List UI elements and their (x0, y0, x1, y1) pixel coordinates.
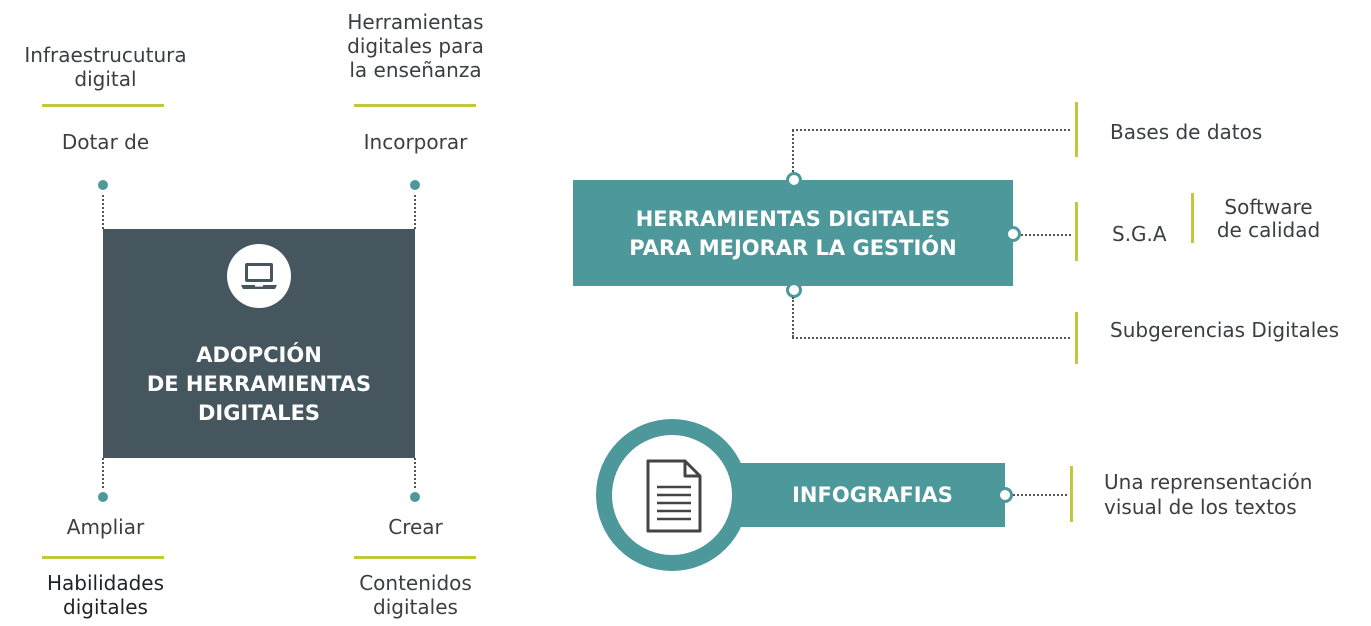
adopcion-title-line-2: DE HERRAMIENTAS (146, 372, 372, 396)
infraestructura-label: Infraestrucutura digital (8, 43, 203, 91)
infraestructura-line-2: digital (74, 67, 137, 91)
contenidos-label: Contenidos digitales (318, 571, 513, 619)
top-left-underline (42, 104, 164, 107)
bottom-left-underline (42, 556, 164, 559)
adopcion-title-line-3: DIGITALES (197, 401, 321, 425)
bottom-right-connector (414, 458, 416, 488)
infografias-banner: INFOGRAFIAS (700, 463, 1005, 527)
gestion-top-node (786, 172, 802, 188)
bottom-right-dot (410, 492, 420, 502)
infografias-description: Una reprensentación visual de los textos (1104, 470, 1312, 520)
adopcion-box: ADOPCIÓN DE HERRAMIENTAS DIGITALES (103, 229, 415, 458)
contenidos-line-2: digitales (373, 595, 458, 619)
sga-bar (1075, 202, 1078, 261)
habilidades-line-1: Habilidades (46, 571, 165, 595)
herramientas-line-2: digitales para (347, 34, 484, 58)
bottom-left-connector (102, 458, 104, 488)
bases-vertical-connector (792, 130, 794, 172)
top-right-underline (354, 104, 476, 107)
subgerencias-vertical-connector (792, 297, 794, 337)
herramientas-line-1: Herramientas (347, 10, 484, 34)
subgerencias-horizontal-connector (792, 337, 1070, 339)
subgerencias-label: Subgerencias Digitales (1110, 318, 1340, 342)
top-right-dot (410, 180, 420, 190)
habilidades-line-2: digitales (63, 595, 148, 619)
infografias-node (997, 487, 1013, 503)
gestion-box: HERRAMIENTAS DIGITALES PARA MEJORAR LA G… (573, 180, 1013, 286)
herramientas-line-3: la enseñanza (349, 58, 482, 82)
infografias-circle (596, 419, 748, 571)
description-line-1: Una reprensentación (1104, 470, 1313, 494)
document-icon (612, 435, 732, 555)
gestion-right-node (1005, 226, 1021, 242)
software-bar (1191, 193, 1194, 243)
infografias-bar (1070, 466, 1073, 522)
gestion-title-line-1: HERRAMIENTAS DIGITALES (635, 207, 951, 231)
adopcion-title-line-1: ADOPCIÓN (196, 343, 322, 367)
gestion-title: HERRAMIENTAS DIGITALES PARA MEJORAR LA G… (573, 205, 1013, 263)
software-calidad-label: Software de calidad (1206, 196, 1331, 242)
habilidades-label: Habilidades digitales (8, 571, 203, 619)
sga-connector (1021, 234, 1071, 236)
infografias-connector (1013, 494, 1067, 496)
incorporar-label: Incorporar (363, 130, 468, 154)
subgerencias-bar (1075, 312, 1078, 364)
gestion-title-line-2: PARA MEJORAR LA GESTIÓN (629, 236, 957, 260)
herramientas-ensenanza-label: Herramientas digitales para la enseñanza (318, 10, 513, 82)
software-line-1: Software (1224, 195, 1313, 219)
gestion-bottom-node (786, 282, 802, 298)
software-line-2: de calidad (1216, 218, 1321, 242)
laptop-icon (227, 244, 291, 308)
top-left-dot (98, 180, 108, 190)
contenidos-line-1: Contenidos (359, 571, 472, 595)
bottom-left-dot (98, 492, 108, 502)
dotar-de-label: Dotar de (61, 130, 150, 154)
bases-de-datos-label: Bases de datos (1110, 120, 1263, 144)
bottom-right-underline (354, 556, 476, 559)
crear-label: Crear (388, 515, 443, 539)
infografias-title: INFOGRAFIAS (792, 483, 953, 507)
description-line-2: visual de los textos (1104, 495, 1297, 519)
ampliar-label: Ampliar (66, 515, 145, 539)
sga-label: S.G.A (1112, 222, 1167, 246)
infraestructura-line-1: Infraestrucutura (24, 43, 187, 67)
top-left-connector (102, 195, 104, 229)
adopcion-title: ADOPCIÓN DE HERRAMIENTAS DIGITALES (103, 341, 415, 428)
bases-bar (1075, 102, 1078, 157)
top-right-connector (414, 195, 416, 229)
bases-horizontal-connector (792, 129, 1070, 131)
